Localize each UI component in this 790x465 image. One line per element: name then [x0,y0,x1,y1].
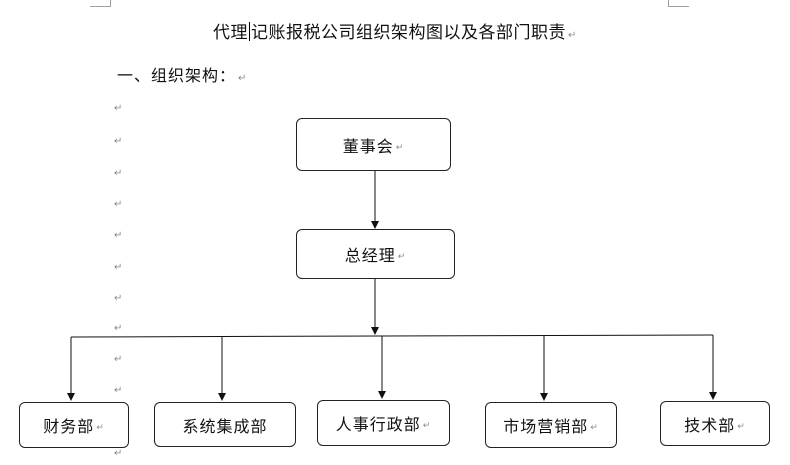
paragraph-mark: ↵ [114,136,123,147]
paragraph-mark: ↵ [422,421,432,431]
section-heading-text: 一、组织架构： [117,66,237,85]
section-heading[interactable]: 一、组织架构：↵ [117,62,247,86]
paragraph-mark: ↵ [238,73,248,84]
org-box-label: 系统集成部 [182,416,268,436]
org-box-department-marketing[interactable]: 市场营销部↵ [485,402,617,448]
paragraph-mark: ↵ [590,423,599,433]
text-cursor [249,22,251,41]
org-box-department-hr-admin[interactable]: 人事行政部↵ [317,400,450,446]
paragraph-mark: ↵ [114,354,123,365]
paragraph-mark: ↵ [114,103,123,114]
org-box-general-manager[interactable]: 总经理↵ [296,229,455,279]
paragraph-mark: ↵ [114,385,123,396]
org-box-board[interactable]: 董事会↵ [296,118,451,171]
paragraph-mark: ↵ [114,199,123,210]
page-margin-corner-left [90,0,111,7]
org-box-label: 董事会 [342,136,394,156]
paragraph-mark: ↵ [568,30,577,41]
paragraph-mark: ↵ [114,230,123,241]
document-title[interactable]: 代理记账报税公司组织架构图以及各部门职责↵ [0,18,790,43]
org-box-label: 技术部 [684,415,736,435]
paragraph-mark: ↵ [397,252,407,262]
paragraph-mark: ↵ [96,423,105,433]
title-text-end: 记账报税公司组织架构图以及各部门职责 [251,23,567,43]
paragraph-mark: ↵ [114,262,123,273]
org-box-label: 市场营销部 [503,417,589,436]
paragraph-mark: ↵ [114,323,123,334]
paragraph-mark: ↵ [737,421,746,432]
org-box-department-technology[interactable]: 技术部↵ [660,401,770,446]
page-margin-corner-right [668,0,689,7]
paragraph-mark: ↵ [395,142,405,153]
paragraph-mark: ↵ [114,293,123,304]
org-box-label: 财务部 [43,417,95,436]
title-text-start: 代理 [213,23,249,43]
org-box-department-system-integration[interactable]: 系统集成部 [154,402,296,447]
org-box-label: 人事行政部 [335,415,421,434]
paragraph-mark: ↵ [114,168,123,179]
org-box-label: 总经理 [344,246,396,265]
department-bus-line [70,334,714,338]
org-box-department-finance[interactable]: 财务部↵ [19,402,129,448]
paragraph-mark: ↵ [114,448,123,459]
